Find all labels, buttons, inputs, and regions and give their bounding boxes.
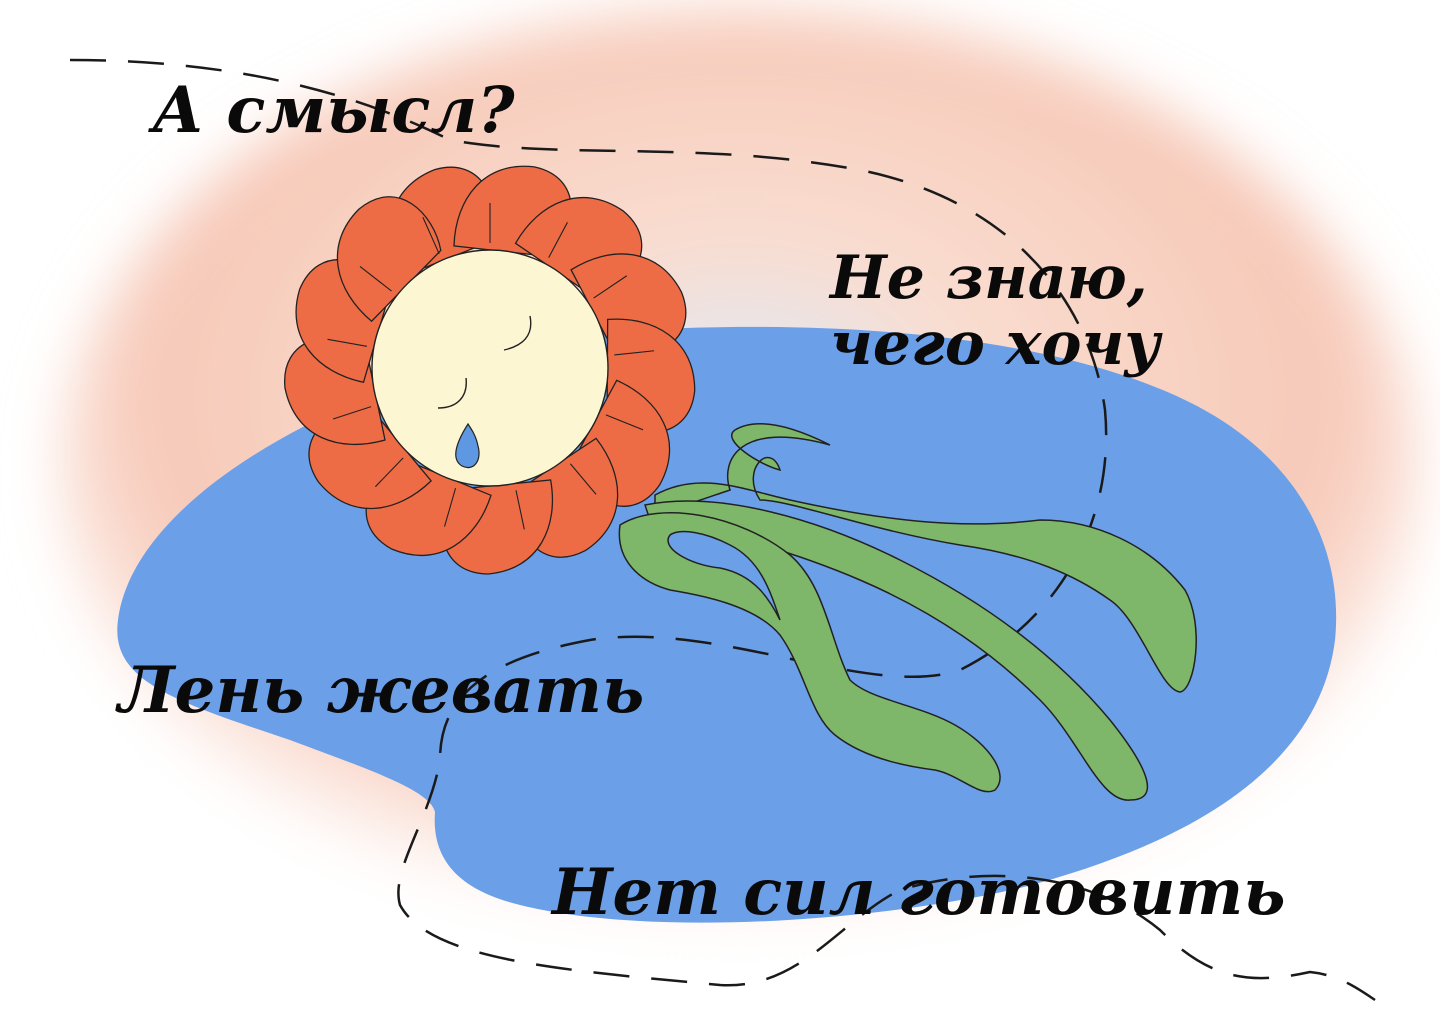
caption-dont-know-line2: чего хочу <box>830 309 1163 379</box>
petal <box>336 196 442 323</box>
closed-eyes-icon <box>437 315 532 409</box>
teardrop-icon <box>455 422 480 469</box>
dashed-path-line <box>69 58 1376 1002</box>
caption-too-lazy-to-chew: Лень жевать <box>115 653 644 728</box>
wilted-flower-icon <box>284 165 696 575</box>
stem-middle <box>644 500 1149 801</box>
flower-stems <box>618 423 1197 801</box>
stem-upper <box>654 423 1197 693</box>
petal-vein-lines <box>327 203 655 530</box>
caption-dont-know-line1: Не знаю, <box>828 243 1148 313</box>
flower-face <box>371 249 609 487</box>
caption-what-point: А смысл? <box>148 73 515 148</box>
stem-lower <box>618 512 1001 793</box>
caption-no-energy-to-cook: Нет сил готовить <box>550 855 1285 930</box>
